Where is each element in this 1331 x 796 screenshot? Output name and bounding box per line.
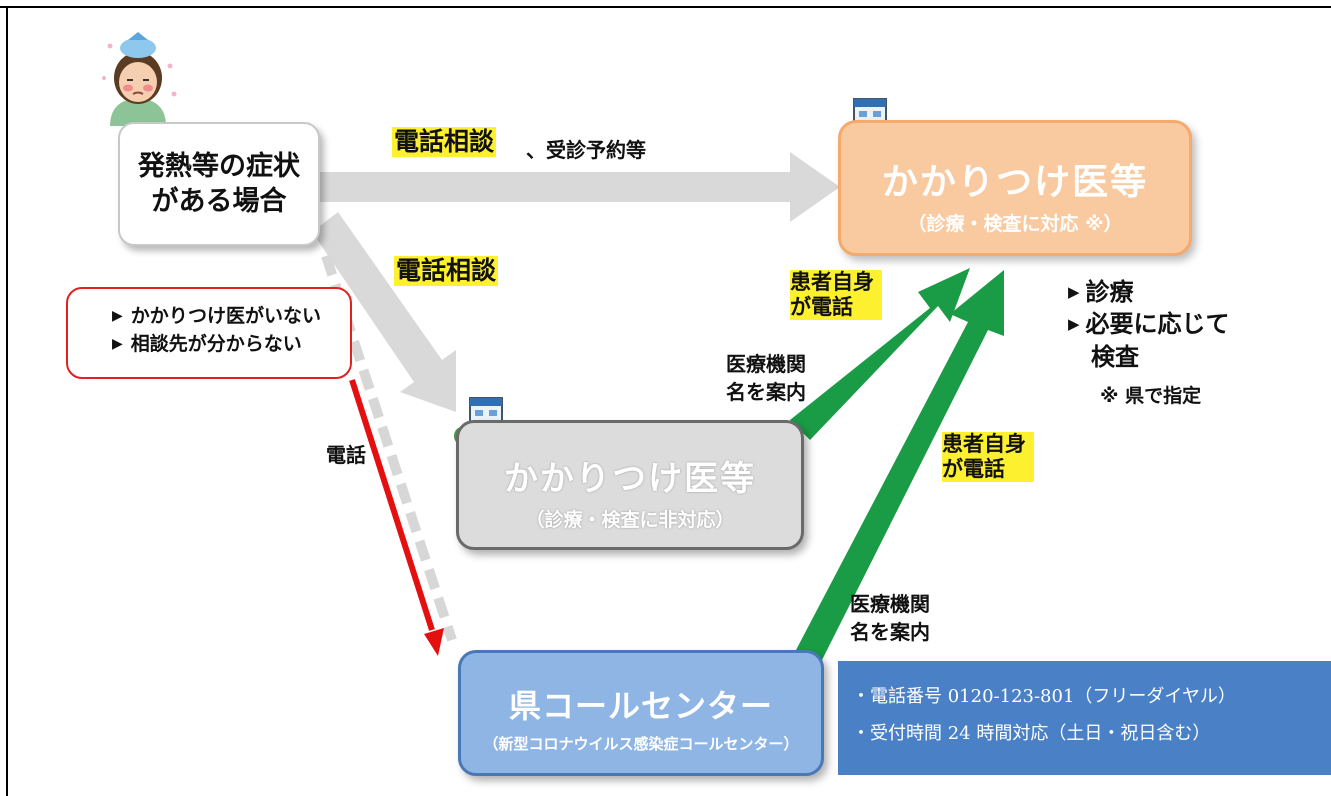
patient-call-label-2: 患者自身が電話 (942, 432, 1034, 483)
green-arrow-mid-to-top (790, 268, 970, 440)
call-center-subtitle: （新型コロナウイルス感染症コールセンター） (483, 735, 799, 753)
call-label: 電話 (326, 443, 366, 467)
call-center-box: 県コールセンター （新型コロナウイルス感染症コールセンター） (458, 650, 824, 776)
unsupported-clinic-box: かかりつけ医等 （診療・検査に非対応） (456, 420, 804, 550)
red-arrow-line (349, 379, 435, 631)
bullet-triangle-icon: ▶ (112, 335, 123, 352)
supported-clinic-box: かかりつけ医等 （診療・検査に対応 ※） (838, 120, 1192, 256)
consult-top-suffix: 、受診予約等 (526, 138, 646, 162)
green-arrow-center-to-top (796, 270, 1004, 660)
no-doctor-item: ▶相談先が分からない (112, 332, 302, 355)
bullet-triangle-icon: ▶ (1068, 315, 1080, 334)
reception-hours-line: ・受付時間 24 時間対応（土日・祝日含む） (852, 722, 1211, 744)
sick-person-icon (102, 32, 177, 126)
contact-info-box: ・電話番号 0120-123-801（フリーダイヤル） ・受付時間 24 時間対… (838, 661, 1331, 775)
frame-top-border (0, 6, 1331, 8)
call-center-title: 県コールセンター (508, 687, 773, 725)
no-doctor-item: ▶かかりつけ医がいない (112, 305, 321, 327)
services-item-continued: 検査 (1091, 342, 1139, 371)
supported-clinic-subtitle: （診療・検査に対応 ※） (907, 213, 1123, 235)
phone-number-line: ・電話番号 0120-123-801（フリーダイヤル） (852, 686, 1236, 707)
designation-note: ※ 県で指定 (1100, 385, 1202, 407)
no-doctor-box: ▶かかりつけ医がいない ▶相談先が分からない (66, 287, 352, 379)
consult-mid-highlight: 電話相談 (394, 256, 499, 286)
consult-top-highlight: 電話相談 (392, 127, 497, 157)
unsupported-clinic-title: かかりつけ医等 (503, 459, 757, 499)
symptom-box: 発熱等の症状がある場合 (118, 122, 320, 246)
services-item: ▶診療 (1068, 278, 1134, 306)
guide-label-1: 医療機関名を案内 (726, 352, 806, 404)
arrow-to-unsupported-clinic (312, 212, 456, 412)
patient-call-label-1: 患者自身が電話 (790, 270, 882, 321)
arrow-to-supported-clinic (318, 152, 840, 222)
unsupported-clinic-subtitle: （診療・検査に非対応） (525, 509, 735, 531)
symptom-box-label: 発熱等の症状がある場合 (138, 150, 300, 217)
red-arrow-head (424, 628, 444, 656)
frame-left-border (6, 6, 8, 796)
supported-clinic-title: かかりつけ医等 (881, 162, 1149, 203)
services-list: ▶診療 ▶必要に応じて 検査 (1068, 276, 1230, 373)
services-item: ▶必要に応じて (1068, 310, 1230, 339)
bullet-triangle-icon: ▶ (1068, 283, 1080, 301)
guide-label-2: 医療機関名を案内 (850, 592, 930, 644)
bullet-triangle-icon: ▶ (112, 308, 123, 324)
